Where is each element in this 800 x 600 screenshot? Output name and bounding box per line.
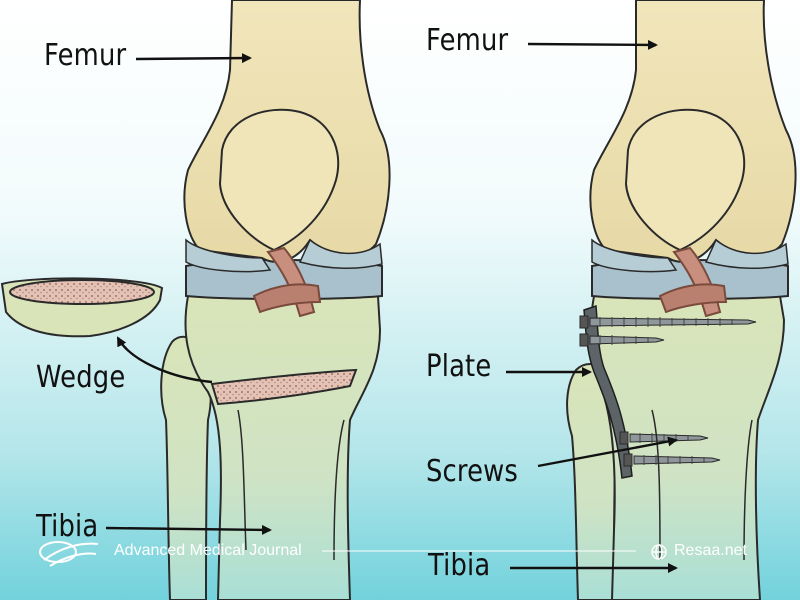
arrow-femur-left — [135, 53, 252, 64]
left-condyle-cartilage — [185, 238, 383, 273]
left-osteotomy-gap — [210, 368, 358, 406]
leader-arrows — [105, 39, 678, 573]
wedge-bone-piece — [0, 277, 164, 338]
left-knee — [160, 0, 391, 600]
arrow-wedge — [116, 336, 213, 384]
arrow-screws — [537, 436, 678, 468]
right-patella — [624, 108, 746, 252]
footer-journal-name: Advanced Medical Journal — [114, 542, 302, 559]
label-femur-left: Femur — [44, 38, 127, 73]
label-tibia-left: Tibia — [36, 509, 99, 544]
arrow-tibia-left — [105, 524, 272, 535]
left-patella — [218, 108, 340, 252]
right-condyle-cartilage — [591, 238, 789, 273]
globe-icon — [651, 544, 667, 560]
arrow-femur-right — [527, 39, 658, 50]
label-femur-right: Femur — [426, 23, 509, 58]
label-screws: Screws — [426, 454, 519, 489]
footer-site-link[interactable]: Resaa.net — [674, 542, 747, 559]
journal-logo-icon — [39, 541, 99, 567]
screw-3 — [619, 431, 709, 445]
left-cruciate-ligaments — [252, 246, 322, 318]
right-cruciate-ligaments — [658, 246, 728, 318]
label-tibia-right: Tibia — [428, 548, 491, 583]
label-plate: Plate — [426, 349, 492, 384]
screws-group — [579, 315, 757, 467]
screw-4 — [623, 453, 721, 467]
screw-2 — [579, 333, 665, 347]
screw-1 — [579, 315, 757, 329]
label-wedge: Wedge — [36, 360, 126, 395]
